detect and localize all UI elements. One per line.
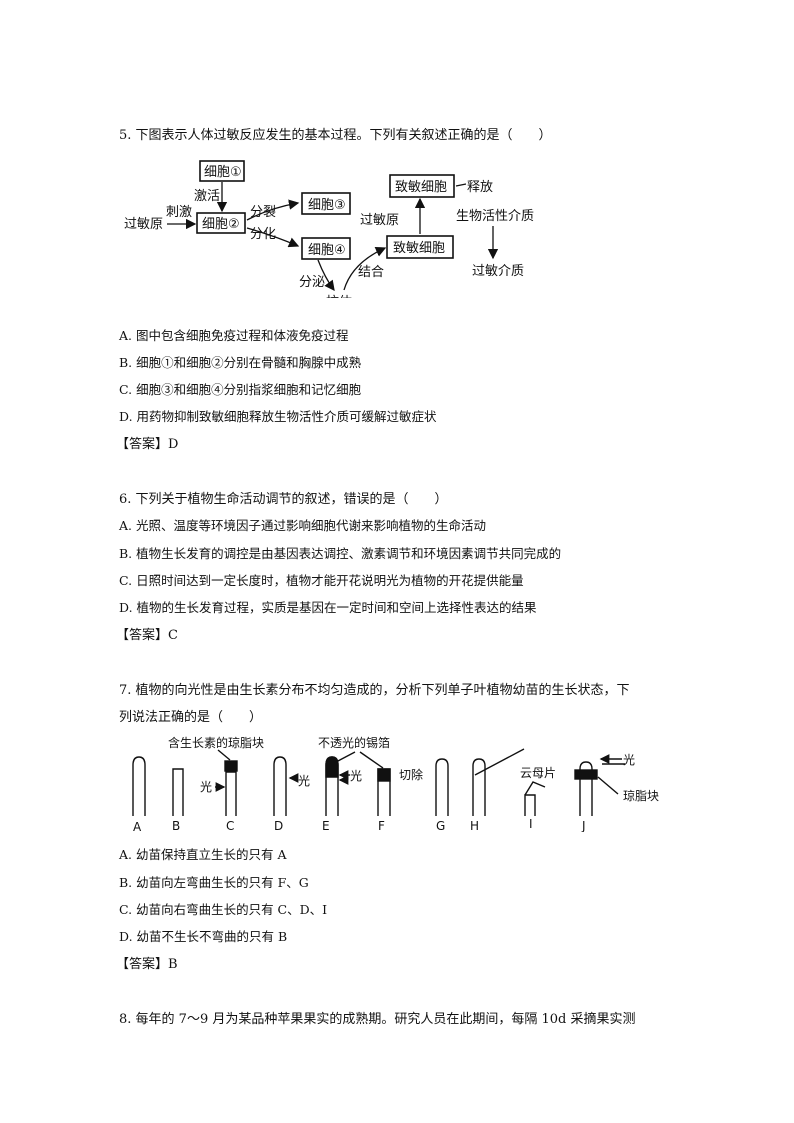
cell2-box xyxy=(196,212,246,234)
q6-option-b: B. 植物生长发育的调控是由基因表达调控、激素调节和环境因素调节共同完成的 xyxy=(119,546,562,561)
stimulate-label: 刺激 xyxy=(166,205,192,220)
q7-answer: 【答案】B xyxy=(116,957,178,972)
sensitized-cell-bottom-label: 致敏细胞 xyxy=(393,241,445,256)
mica-label: 云母片 xyxy=(520,766,556,780)
cell2-label: 细胞② xyxy=(202,217,240,232)
seedling-labels: A B C D E F G H I J xyxy=(133,817,586,832)
sensitized-cell-top-label: 致敏细胞 xyxy=(395,180,447,195)
q6-option-c: C. 日照时间达到一定长度时，植物才能开花说明光为植物的开花提供能量 xyxy=(119,573,524,588)
cut-label: 切除 xyxy=(399,767,423,782)
opaque-foil-label: 不透光的锡箔 xyxy=(318,735,390,750)
cell1-label: 细胞① xyxy=(204,165,242,180)
label-c: C xyxy=(226,819,234,832)
light-label-c: 光 xyxy=(200,780,212,794)
differentiate-label: 分化 xyxy=(250,227,276,242)
allergy-process-diagram: 细胞① 细胞② 细胞③ 细胞④ 致敏细胞 致敏细胞 过敏原 刺激 激活 分裂 分… xyxy=(124,160,534,298)
cell1-box xyxy=(199,160,245,182)
seedling-figure: 含生长素的琼脂块 不透光的锡箔 云母片 光 光 光 切除 光 琼脂块 xyxy=(132,735,659,832)
q5-option-b: B. 细胞①和细胞②分别在骨髓和胸腺中成熟 xyxy=(119,355,362,370)
q8-stem: 8. 每年的 7～9 月为某品种苹果果实的成熟期。研究人员在此期间，每隔 10d… xyxy=(119,1012,636,1027)
q5-option-a: A. 图中包含细胞免疫过程和体液免疫过程 xyxy=(119,328,349,343)
bioactive-label: 生物活性介质 xyxy=(456,209,534,224)
q5-stem: 5. 下图表示人体过敏反应发生的基本过程。下列有关叙述正确的是（ ） xyxy=(119,128,552,143)
cell3-box xyxy=(301,192,351,215)
q5-option-d: D. 用药物抑制致敏细胞释放生物活性介质可缓解过敏症状 xyxy=(119,409,437,424)
q7-option-b: B. 幼苗向左弯曲生长的只有 F、G xyxy=(119,875,309,890)
cell3-label: 细胞③ xyxy=(308,198,346,213)
secrete-label: 分泌 xyxy=(299,275,325,290)
q7-option-d: D. 幼苗不生长不弯曲的只有 B xyxy=(119,929,288,944)
bind-label: 结合 xyxy=(358,265,384,280)
cell4-label: 细胞④ xyxy=(308,243,346,258)
light-label-j: 光 xyxy=(623,753,635,767)
sensitized-cell-top-box xyxy=(389,174,455,198)
q7-option-c: C. 幼苗向右弯曲生长的只有 C、D、I xyxy=(119,902,328,917)
antibody-label: 抗体 xyxy=(326,295,352,298)
sensitized-cell-bottom-box xyxy=(386,235,454,259)
light-label-e: 光 xyxy=(350,769,362,783)
agar-with-auxin-label: 含生长素的琼脂块 xyxy=(168,735,264,750)
light-label-d: 光 xyxy=(298,774,310,788)
q7-stem-line2: 列说法正确的是（ ） xyxy=(119,710,263,725)
cell4-box xyxy=(301,237,351,260)
allergen2-label: 过敏原 xyxy=(360,213,399,228)
q6-option-d: D. 植物的生长发育过程，实质是基因在一定时间和空间上选择性表达的结果 xyxy=(119,600,537,615)
q7-option-a: A. 幼苗保持直立生长的只有 A xyxy=(119,847,287,862)
label-i: I xyxy=(529,817,533,831)
allergen-label: 过敏原 xyxy=(124,217,163,232)
q6-stem: 6. 下列关于植物生命活动调节的叙述，错误的是（ ） xyxy=(119,492,448,507)
label-d: D xyxy=(274,819,283,832)
q7-stem-line1: 7. 植物的向光性是由生长素分布不均匀造成的，分析下列单子叶植物幼苗的生长状态，… xyxy=(119,683,630,698)
activate-label: 激活 xyxy=(194,189,220,204)
label-g: G xyxy=(436,819,445,832)
label-j: J xyxy=(581,819,586,832)
agar-label: 琼脂块 xyxy=(623,788,659,803)
q5-answer: 【答案】D xyxy=(116,437,179,452)
label-a: A xyxy=(133,820,142,832)
release-label: 释放 xyxy=(467,180,493,195)
q5-option-c: C. 细胞③和细胞④分别指浆细胞和记忆细胞 xyxy=(119,382,362,397)
label-e: E xyxy=(322,819,330,832)
label-f: F xyxy=(378,819,385,832)
q6-option-a: A. 光照、温度等环境因子通过影响细胞代谢来影响植物的生命活动 xyxy=(119,518,486,533)
label-h: H xyxy=(470,819,479,832)
q6-answer: 【答案】C xyxy=(116,628,178,643)
label-b: B xyxy=(172,819,180,832)
mediator-label: 过敏介质 xyxy=(472,264,524,279)
